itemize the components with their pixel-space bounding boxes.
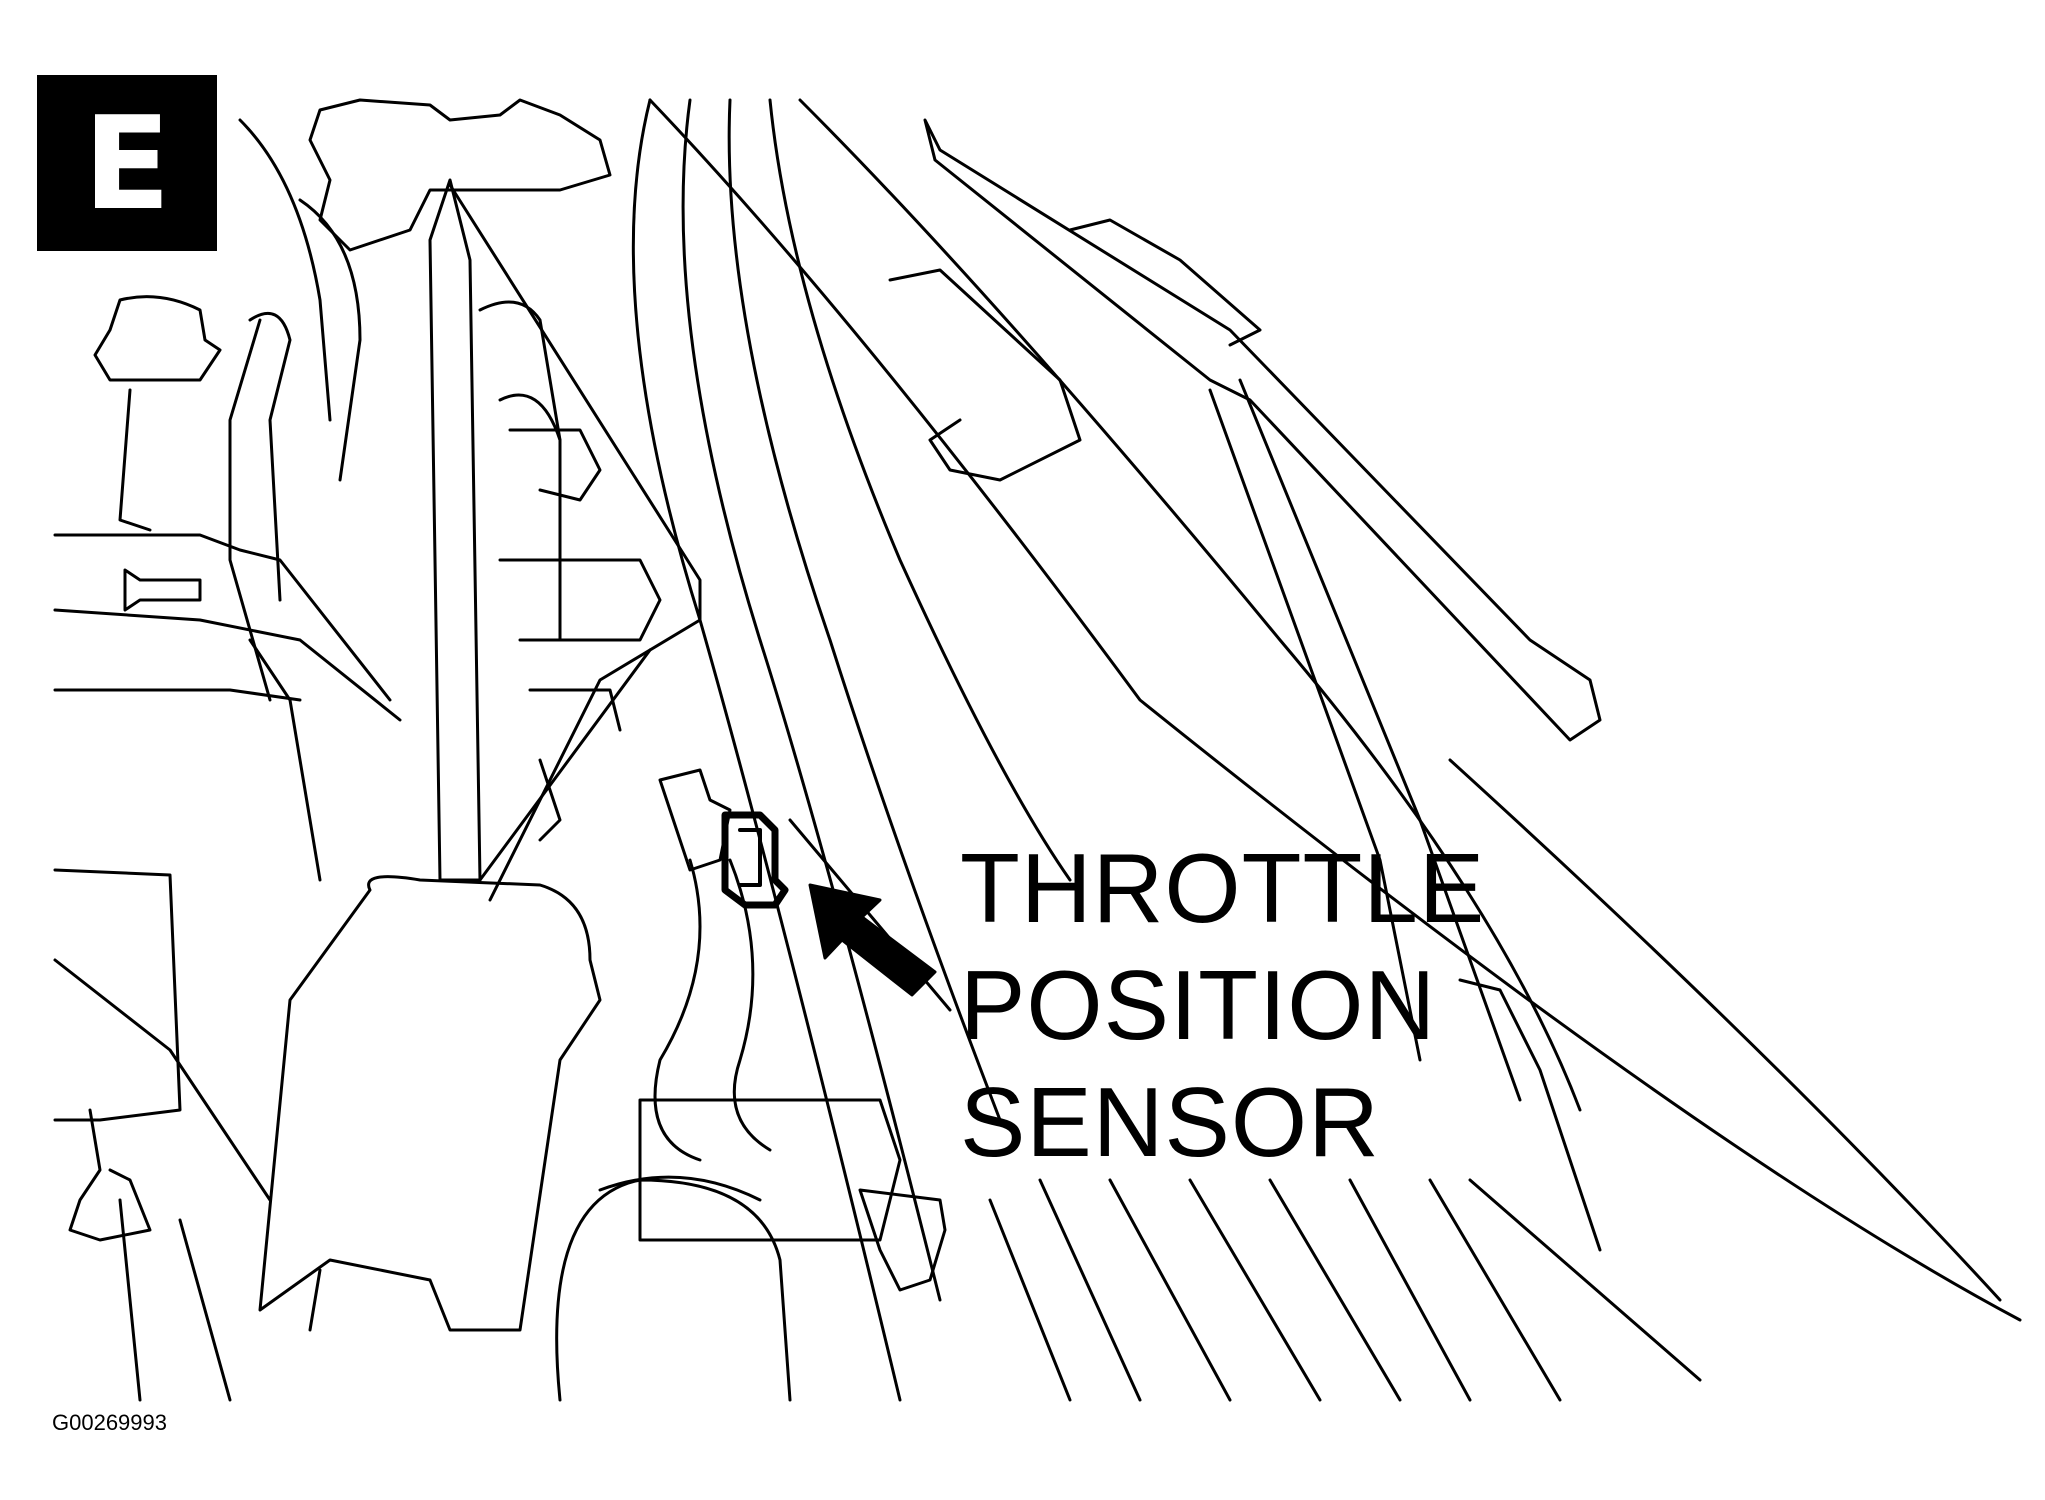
runner-1	[478, 300, 562, 642]
hose-curve-1	[631, 98, 902, 1402]
hood-line	[1448, 758, 2002, 1302]
strut-rod	[1208, 388, 1422, 1062]
bolt-left	[68, 1108, 152, 1242]
view-badge: E	[37, 75, 217, 251]
hose-left-2	[248, 311, 292, 602]
floor-line-1	[1108, 1178, 1232, 1402]
hose-left-3	[228, 318, 272, 702]
hose-left-8	[53, 688, 302, 702]
sensor-housing-inner	[738, 828, 762, 887]
hose-left-1	[118, 388, 152, 532]
hood-edge	[648, 98, 2022, 1322]
wiper-blade	[1068, 218, 1262, 347]
runner-5	[528, 688, 622, 732]
callout-line: SENSOR	[960, 1067, 1380, 1177]
air-filter	[555, 1178, 792, 1402]
wire-harness-2	[728, 858, 772, 1152]
sensor-connector	[658, 768, 732, 872]
hose-curve-3	[727, 98, 1002, 1122]
clip-bracket	[858, 1188, 947, 1292]
manifold-brace	[448, 183, 702, 902]
bracket-top	[888, 268, 1082, 482]
lower-left-curve	[53, 958, 272, 1202]
figure-id: G00269993	[52, 1410, 167, 1435]
runner-4	[498, 558, 662, 642]
runner-3	[508, 428, 602, 502]
floor-line-7	[988, 1198, 1072, 1402]
wiper-arm	[923, 118, 1602, 742]
wire-harness	[653, 858, 702, 1162]
component-callout: THROTTLE POSITION SENSOR	[960, 830, 1485, 1181]
hose-left-4	[298, 198, 362, 482]
runner-2	[498, 393, 562, 442]
callout-line: POSITION	[960, 950, 1437, 1060]
reservoir-top	[308, 98, 612, 252]
harness-bundle	[638, 1098, 902, 1242]
sensor-housing	[721, 811, 789, 909]
runner-6	[538, 758, 562, 842]
leader-arrow	[808, 883, 937, 997]
lower-left-curve-2	[118, 1198, 142, 1402]
hose-left-9	[248, 638, 322, 882]
manifold-arm	[428, 178, 482, 882]
floor-line-5	[1428, 1178, 1562, 1402]
floor-line-6	[1468, 1178, 1702, 1382]
cap	[93, 295, 222, 382]
floor-line-4	[1348, 1178, 1472, 1402]
floor-line-3	[1268, 1178, 1402, 1402]
hose-curve-4	[768, 98, 1072, 882]
throttle-body	[258, 875, 602, 1332]
lower-left-curve-3	[178, 1218, 232, 1402]
clip-left	[123, 568, 202, 612]
hood-edge-inner	[798, 98, 1582, 1112]
callout-line: THROTTLE	[960, 833, 1486, 943]
hose-curve-2	[681, 98, 942, 1302]
bracket-left	[53, 868, 182, 1122]
floor-line-8	[1038, 1178, 1142, 1402]
hose-left-5	[238, 118, 332, 422]
view-badge-letter: E	[83, 90, 171, 239]
hose-left-7	[53, 608, 402, 722]
air-filter-top	[598, 1175, 762, 1202]
arrow-stripe	[788, 818, 952, 1012]
hose-left-6	[53, 533, 392, 702]
throttle-body-edge	[308, 1268, 322, 1332]
manifold-brace-2	[478, 648, 652, 882]
floor-line-9	[1458, 978, 1602, 1252]
strut-rod-2	[1238, 378, 1522, 1102]
floor-line-2	[1188, 1178, 1322, 1402]
